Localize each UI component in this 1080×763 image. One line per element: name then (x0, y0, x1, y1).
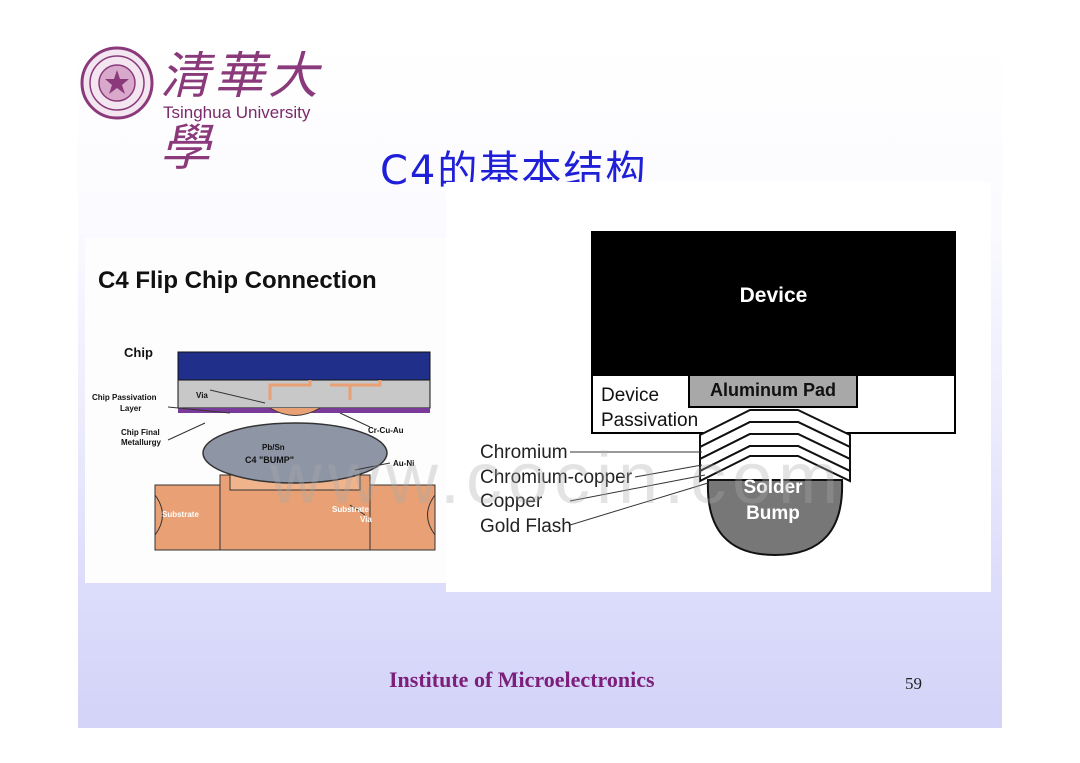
aluminum-pad-label: Aluminum Pad (709, 380, 836, 400)
c4-bump-label: C4 "BUMP" (245, 455, 295, 465)
device-passivation-label-line2: Passivation (601, 410, 699, 431)
pbsn-label: Pb/Sn (262, 443, 285, 452)
university-name-cn: 清華大學 (160, 47, 322, 177)
cr-cu-au-label: Cr-Cu-Au (368, 426, 404, 435)
substrate-label: Substrate (162, 510, 199, 519)
chip-label: Chip (124, 345, 153, 360)
device-block (591, 231, 956, 374)
solder-bump-label-line1: Solder (743, 477, 803, 498)
chip-final-label: Chip Final (121, 428, 160, 437)
layer-label-chromium: Chromium (480, 442, 568, 463)
via-label: Via (196, 391, 208, 400)
au-ni-label: Au-Ni (393, 459, 415, 468)
metallurgy-label: Metallurgy (121, 438, 162, 447)
left-figure-title: C4 Flip Chip Connection (98, 267, 377, 294)
substrate-via-label-1: Substrate (332, 505, 369, 514)
device-passivation-label-line1: Device (601, 385, 660, 406)
tsinghua-seal-logo (80, 46, 154, 120)
page-number: 59 (905, 674, 922, 693)
substrate-via-label-2: Via (360, 515, 372, 524)
watermark: www.cocin.com (270, 439, 845, 519)
layer-label: Layer (120, 404, 142, 413)
university-name-en: Tsinghua University (163, 103, 311, 122)
device-label: Device (739, 284, 808, 307)
flip-chip-diagram (154, 351, 436, 551)
chip-passivation-label: Chip Passivation (92, 393, 157, 402)
layer-label-chromium-copper: Chromium-copper (480, 467, 633, 488)
layer-label-copper: Copper (480, 491, 543, 512)
bump-layer-diagram (570, 409, 851, 557)
layer-label-gold-flash: Gold Flash (480, 516, 572, 537)
device-passivation-label: Device Passivation (601, 383, 698, 433)
solder-bump-label: Solder Bump (728, 475, 818, 527)
footer-institute: Institute of Microelectronics (389, 667, 655, 692)
solder-bump-label-line2: Bump (746, 503, 800, 524)
aluminum-pad-block (688, 374, 858, 408)
